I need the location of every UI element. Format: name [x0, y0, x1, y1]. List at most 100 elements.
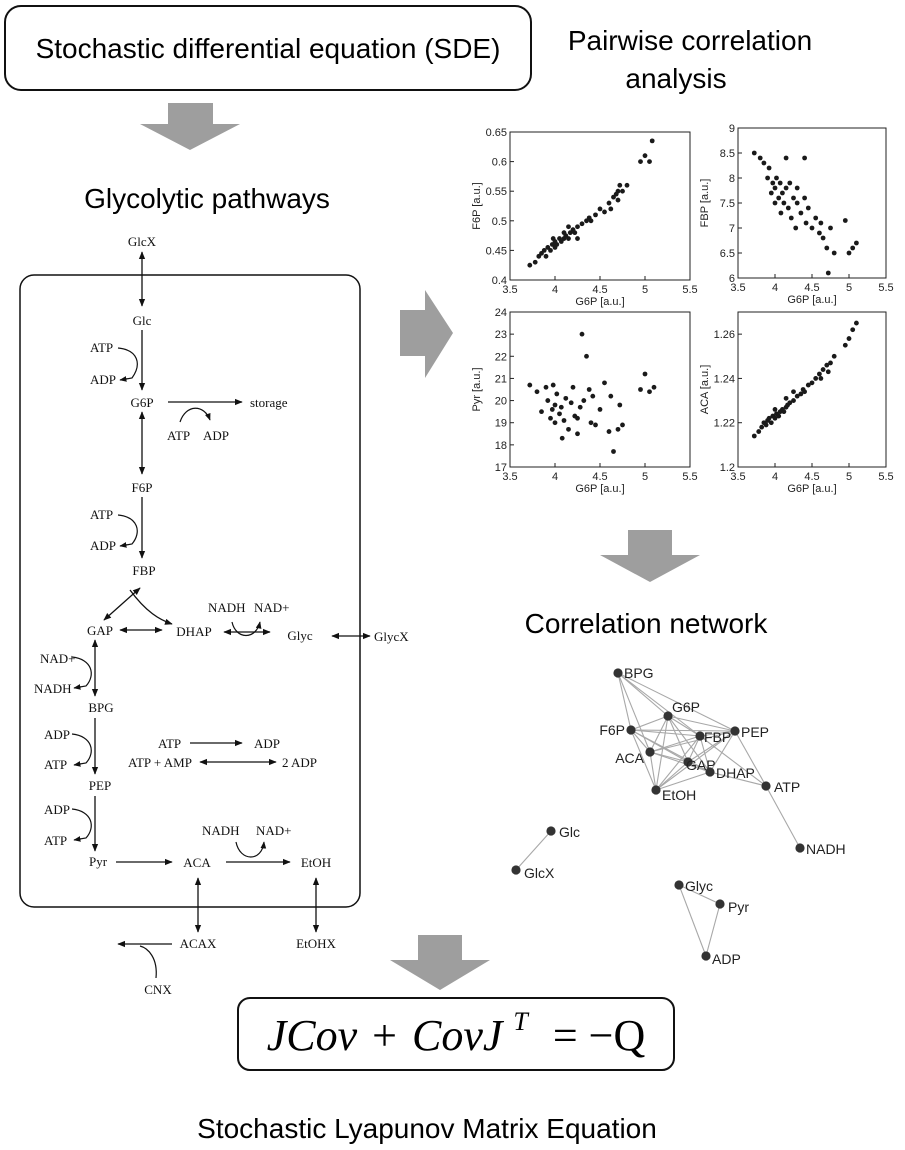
network-label-fbp: FBP [704, 729, 731, 745]
scatter-point [793, 225, 799, 231]
scatter-point [554, 391, 560, 397]
network-node-atp [761, 781, 771, 791]
eq-transpose: T [513, 1007, 529, 1036]
scatter-point [608, 206, 614, 212]
scatter-point [566, 426, 571, 432]
scatter-point [772, 415, 778, 421]
x-tick-label: 4.5 [804, 471, 819, 483]
scatter-point [776, 195, 782, 201]
scatter-point [781, 409, 787, 415]
scatter-point [543, 384, 549, 390]
network-edge [630, 729, 651, 753]
scatter-point [798, 391, 804, 397]
y-tick-label: 20 [495, 396, 507, 408]
scatter-point [751, 150, 757, 156]
scatter-point [787, 180, 793, 186]
x-tick-label: 5.5 [682, 471, 697, 483]
network-title: Correlation network [525, 608, 769, 639]
y-tick-label: 0.4 [492, 275, 507, 287]
scatter-point [846, 336, 852, 341]
scatter-point [813, 376, 819, 381]
x-tick-label: 4 [552, 471, 558, 483]
network-node-bpg [613, 668, 623, 678]
y-tick-label: 0.55 [486, 186, 507, 198]
x-axis-label: G6P [a.u.] [787, 294, 836, 306]
scatter-point [803, 220, 809, 226]
network-edge [667, 715, 701, 737]
arrow-down-pairwise [600, 530, 700, 582]
network-edge [515, 830, 552, 871]
x-tick-label: 5 [642, 284, 648, 296]
network-edge [678, 884, 707, 957]
network-label-nadh: NADH [806, 841, 846, 857]
y-axis-label: F6P [a.u.] [471, 182, 483, 230]
y-tick-label: 1.24 [714, 373, 735, 385]
scatter-point [586, 387, 592, 392]
scatter-point [541, 248, 547, 253]
scatter-point [854, 240, 859, 246]
scatter-point [575, 415, 580, 421]
pairwise-title-line1: Pairwise correlation [568, 25, 812, 56]
y-axis-label: ACA [a.u.] [699, 365, 711, 415]
network-edge [699, 735, 767, 787]
network-node-f6p [626, 725, 636, 735]
scatter-point [584, 353, 589, 359]
scatter-point [588, 420, 594, 426]
scatter-point [817, 371, 822, 377]
label-atp-1: ATP [90, 340, 113, 355]
scatter-point [772, 407, 778, 412]
label-dhap: DHAP [176, 624, 211, 639]
network-node-glc [546, 826, 556, 836]
scatter-point [788, 215, 794, 221]
network-edge [630, 729, 711, 773]
network-edge [655, 730, 736, 791]
scatter-point [785, 205, 791, 211]
network-edge [617, 672, 701, 737]
label-atp-mid: ATP [158, 736, 181, 751]
scatter-point [763, 422, 769, 428]
scatter-point [577, 404, 583, 410]
network-label-etoh: EtOH [662, 787, 696, 803]
scatter-point [548, 415, 553, 421]
network-edge [630, 729, 736, 732]
y-tick-label: 1.22 [714, 418, 735, 430]
scatter-point [606, 429, 612, 434]
scatter-point [802, 195, 807, 201]
scatter-point [588, 218, 594, 224]
scatter-point [651, 384, 657, 390]
x-tick-label: 4.5 [592, 284, 607, 296]
scatter-point [850, 327, 856, 333]
scatter-point [617, 182, 623, 188]
equation-box [237, 997, 675, 1071]
scatter-point [802, 389, 807, 395]
scatter-point [770, 180, 776, 186]
network-edge [649, 735, 701, 753]
scatter-point [772, 185, 778, 191]
scatter-point [554, 242, 560, 247]
label-nadp-2: NAD+ [40, 651, 76, 666]
scatter-point [608, 393, 614, 399]
label-adp-storage: ADP [203, 428, 229, 443]
scatter-point [647, 389, 652, 395]
y-tick-label: 0.65 [486, 127, 507, 139]
scatter-point [783, 395, 789, 401]
y-tick-label: 17 [495, 462, 507, 474]
network-edge [617, 672, 736, 732]
network-edge [649, 751, 657, 791]
network-edge [649, 715, 669, 753]
label-nadp-3: NAD+ [256, 823, 292, 838]
scatter-point [825, 270, 831, 276]
scatter-point [854, 320, 859, 326]
network-label-glc: Glc [559, 824, 580, 840]
label-atp-4: ATP [44, 833, 67, 848]
scatter-point [550, 382, 556, 388]
lyapunov-equation: JCov + CovJ T = −Q [267, 991, 646, 1060]
scatter-point [820, 367, 826, 372]
network-edge [667, 715, 711, 773]
arrow-right-pathway [400, 290, 453, 378]
scatter-point [825, 369, 831, 375]
scatter-point [817, 230, 822, 236]
y-tick-label: 9 [729, 123, 735, 135]
